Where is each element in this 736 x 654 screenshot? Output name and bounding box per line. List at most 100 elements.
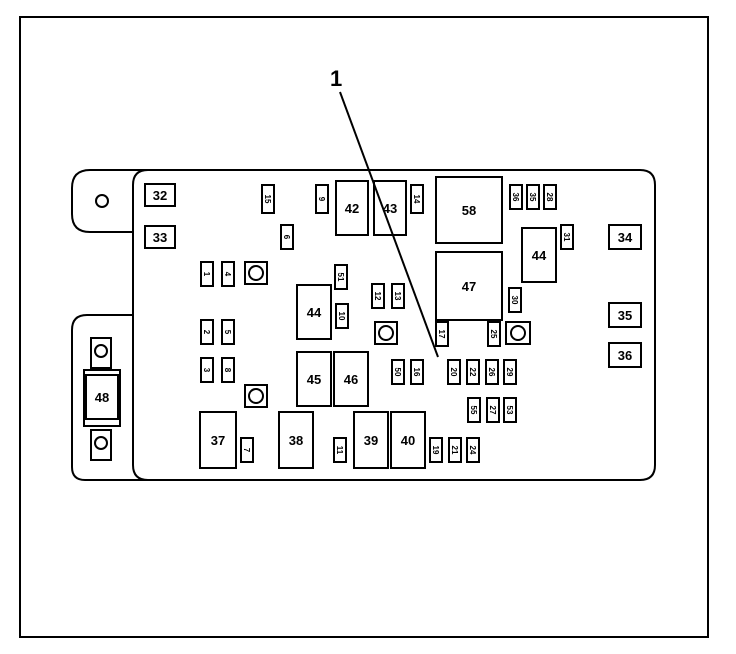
component-48: 48	[85, 374, 119, 420]
callout-label: 1	[330, 66, 342, 91]
component-box	[608, 302, 642, 328]
fuse-label: 30	[510, 296, 519, 305]
component-45: 45	[296, 351, 332, 407]
component-box	[608, 224, 642, 250]
fuse-label: 51	[336, 273, 345, 282]
fuse-box	[508, 287, 522, 313]
component-label: 37	[211, 433, 225, 448]
fuse-label: 6	[282, 235, 291, 240]
callout-leader-line	[339, 91, 439, 358]
fuse-label: 10	[337, 312, 346, 321]
fuse-box	[410, 359, 424, 385]
component-39: 39	[353, 411, 389, 469]
component-46: 46	[333, 351, 369, 407]
fuse-box	[466, 437, 480, 463]
fuse-31: 31	[560, 224, 574, 250]
fuse-box	[503, 397, 517, 423]
fuse-label: 26	[487, 368, 496, 377]
fuse-1: 1	[200, 261, 214, 287]
component-label: 58	[462, 203, 476, 218]
fuse-7: 7	[240, 437, 254, 463]
fuse-box	[509, 184, 523, 210]
fuse-label: 19	[431, 446, 440, 455]
diagram-frame	[19, 16, 709, 638]
fuse-box	[486, 397, 500, 423]
fuse-53: 53	[503, 397, 517, 423]
component-label: 44	[307, 305, 322, 320]
component-box	[199, 411, 237, 469]
fuse-36: 36	[509, 184, 523, 210]
fuse-box	[200, 357, 214, 383]
component-box	[296, 351, 332, 407]
fuse-17: 17	[435, 321, 449, 347]
fuse-box	[315, 184, 329, 214]
component-38: 38	[278, 411, 314, 469]
fuse-label: 24	[468, 446, 477, 455]
fuse-24: 24	[466, 437, 480, 463]
fuse-28: 28	[543, 184, 557, 210]
fuse-label: 3	[202, 368, 211, 373]
component-label: 32	[153, 188, 167, 203]
fuse-2: 2	[200, 319, 214, 345]
fuse-9: 9	[315, 184, 329, 214]
component-label: 36	[618, 348, 632, 363]
fuse-box	[485, 359, 499, 385]
fuse-5: 5	[221, 319, 235, 345]
component-44: 44	[521, 227, 557, 283]
component-label: 35	[618, 308, 632, 323]
component-36: 36	[608, 342, 642, 368]
component-box	[85, 374, 119, 420]
fuse-box	[466, 359, 480, 385]
fuse-box	[221, 357, 235, 383]
component-33: 33	[144, 225, 176, 249]
fuse-label: 35	[528, 193, 537, 202]
fuse-box	[560, 224, 574, 250]
component-box	[435, 251, 503, 321]
fuse-box	[447, 359, 461, 385]
fuse-label: 4	[223, 272, 232, 277]
fuse-box	[429, 437, 443, 463]
fuse-6: 6	[280, 224, 294, 250]
fuse-label: 29	[505, 368, 514, 377]
fuse-box	[334, 264, 348, 290]
fuse-label: 53	[505, 406, 514, 415]
fuse-35: 35	[526, 184, 540, 210]
fuse-box	[335, 303, 349, 329]
component-32: 32	[144, 183, 176, 207]
fuse-50: 50	[391, 359, 405, 385]
fuse-label: 15	[263, 195, 272, 204]
fuse-label: 11	[335, 446, 344, 455]
component-35: 35	[608, 302, 642, 328]
fuse-label: 2	[202, 330, 211, 335]
fuse-box	[467, 397, 481, 423]
fuse-box	[448, 437, 462, 463]
fuse-55: 55	[467, 397, 481, 423]
component-label: 43	[383, 201, 397, 216]
fuse-11: 11	[333, 437, 347, 463]
fuse-label: 9	[317, 197, 326, 202]
fuse-27: 27	[486, 397, 500, 423]
component-58: 58	[435, 176, 503, 244]
housing-inner-edge	[132, 169, 149, 481]
component-box	[278, 411, 314, 469]
fuse-box	[280, 224, 294, 250]
component-box	[296, 284, 332, 340]
fuse-label: 7	[242, 448, 251, 453]
fuse-16: 16	[410, 359, 424, 385]
fuse-label: 1	[202, 272, 211, 277]
fuse-box	[487, 321, 501, 347]
component-40: 40	[390, 411, 426, 469]
component-label: 34	[618, 230, 633, 245]
component-37: 37	[199, 411, 237, 469]
fuse-label: 21	[450, 446, 459, 455]
component-label: 45	[307, 372, 321, 387]
component-box	[333, 351, 369, 407]
fuse-30: 30	[508, 287, 522, 313]
component-42: 42	[335, 180, 369, 236]
fuse-19: 19	[429, 437, 443, 463]
fuse-box	[200, 319, 214, 345]
fuse-box	[261, 184, 275, 214]
fuse-4: 4	[221, 261, 235, 287]
